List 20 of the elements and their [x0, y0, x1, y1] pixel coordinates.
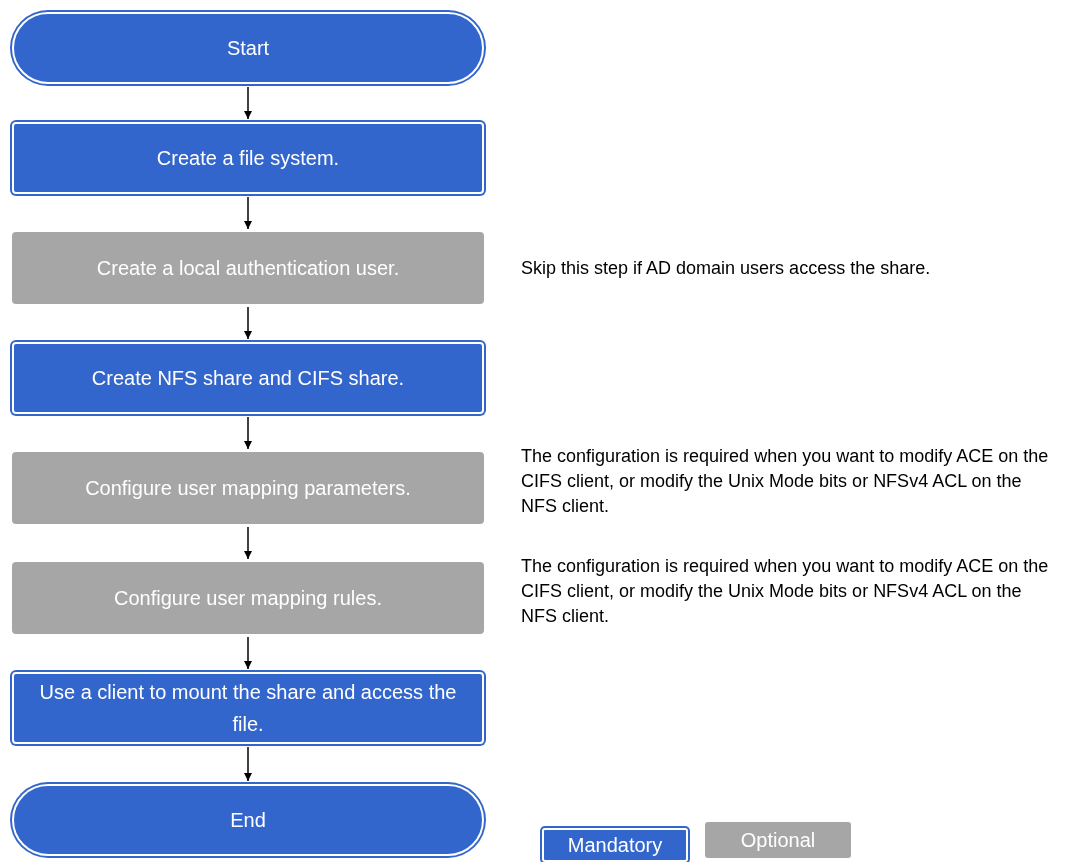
arrow	[244, 746, 252, 782]
process-box: Create a local authentication user.	[12, 232, 484, 304]
process-box: Create NFS share and CIFS share.	[12, 342, 484, 414]
terminal-pill: Start	[12, 12, 484, 84]
note-text: Skip this step if AD domain users access the share.	[521, 257, 932, 280]
terminal-pill: End	[12, 784, 484, 856]
arrow	[244, 636, 252, 670]
arrow	[244, 526, 252, 560]
note-text: The configuration is required when you want to modify ACE on the CIFS client, or modify the Unix Mode bits or NFSv4 ACL on the NFS client.	[521, 445, 1050, 518]
legend-swatch: Mandatory	[542, 828, 688, 862]
legend-swatch: Optional	[705, 822, 851, 858]
arrow	[244, 306, 252, 340]
process-box: Use a client to mount the share and access the file.	[12, 672, 484, 744]
process-box: Configure user mapping parameters.	[12, 452, 484, 524]
arrow	[244, 196, 252, 230]
process-box: Create a file system.	[12, 122, 484, 194]
note-text: The configuration is required when you want to modify ACE on the CIFS client, or modify the Unix Mode bits or NFSv4 ACL on the NFS client.	[521, 555, 1050, 628]
process-box: Configure user mapping rules.	[12, 562, 484, 634]
arrow	[244, 86, 252, 120]
arrow	[244, 416, 252, 450]
